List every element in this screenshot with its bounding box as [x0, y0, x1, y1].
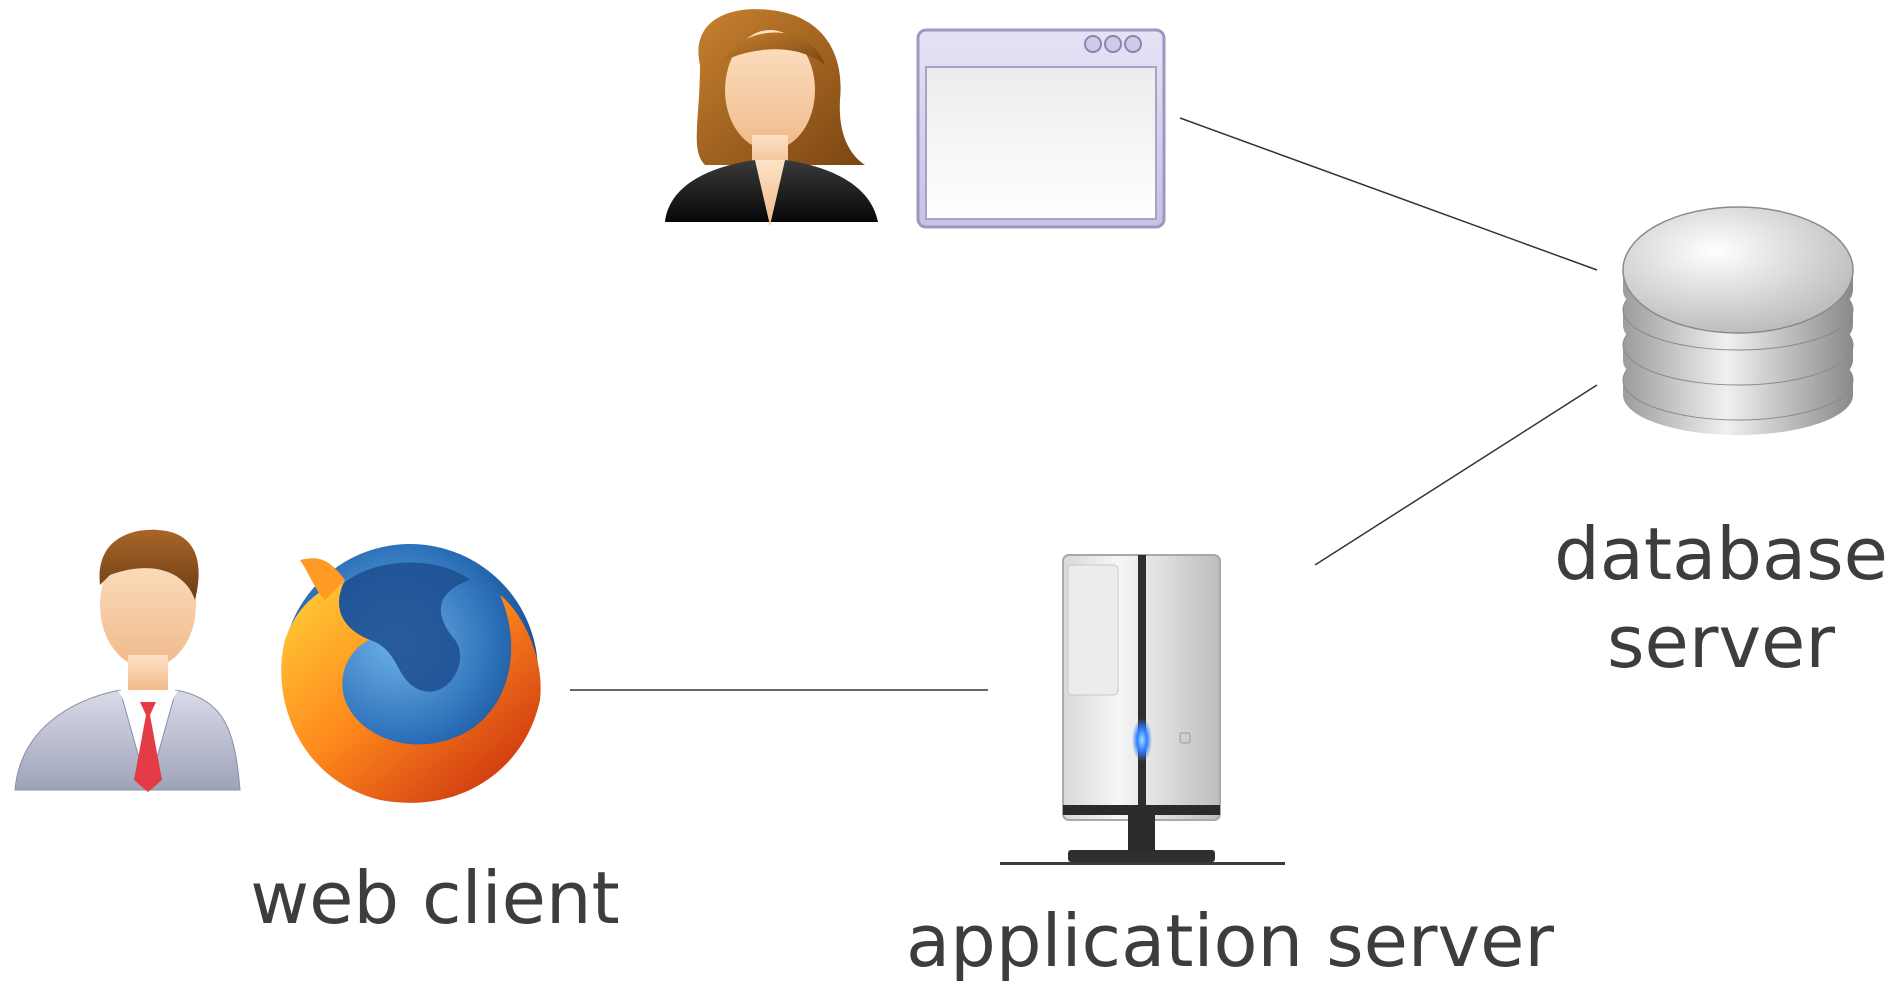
- application-server-label: application server: [906, 899, 1554, 983]
- connectors: [570, 117, 1598, 691]
- database-server-label-line2: server: [1607, 600, 1835, 684]
- server-tower-icon: [1000, 554, 1285, 865]
- female-user-icon: [665, 9, 878, 225]
- database-server-label-line1: database: [1554, 512, 1888, 596]
- male-user-icon: [14, 529, 241, 792]
- connector-window-to-database: [1179, 117, 1598, 271]
- firefox-browser-icon: [281, 544, 541, 803]
- database-cylinder-icon: [1622, 206, 1854, 435]
- web-client-label: web client: [250, 856, 620, 940]
- connector-appserver-to-database: [1314, 384, 1598, 566]
- application-window-icon: [916, 28, 1166, 229]
- database-server-label: database server: [1540, 510, 1902, 686]
